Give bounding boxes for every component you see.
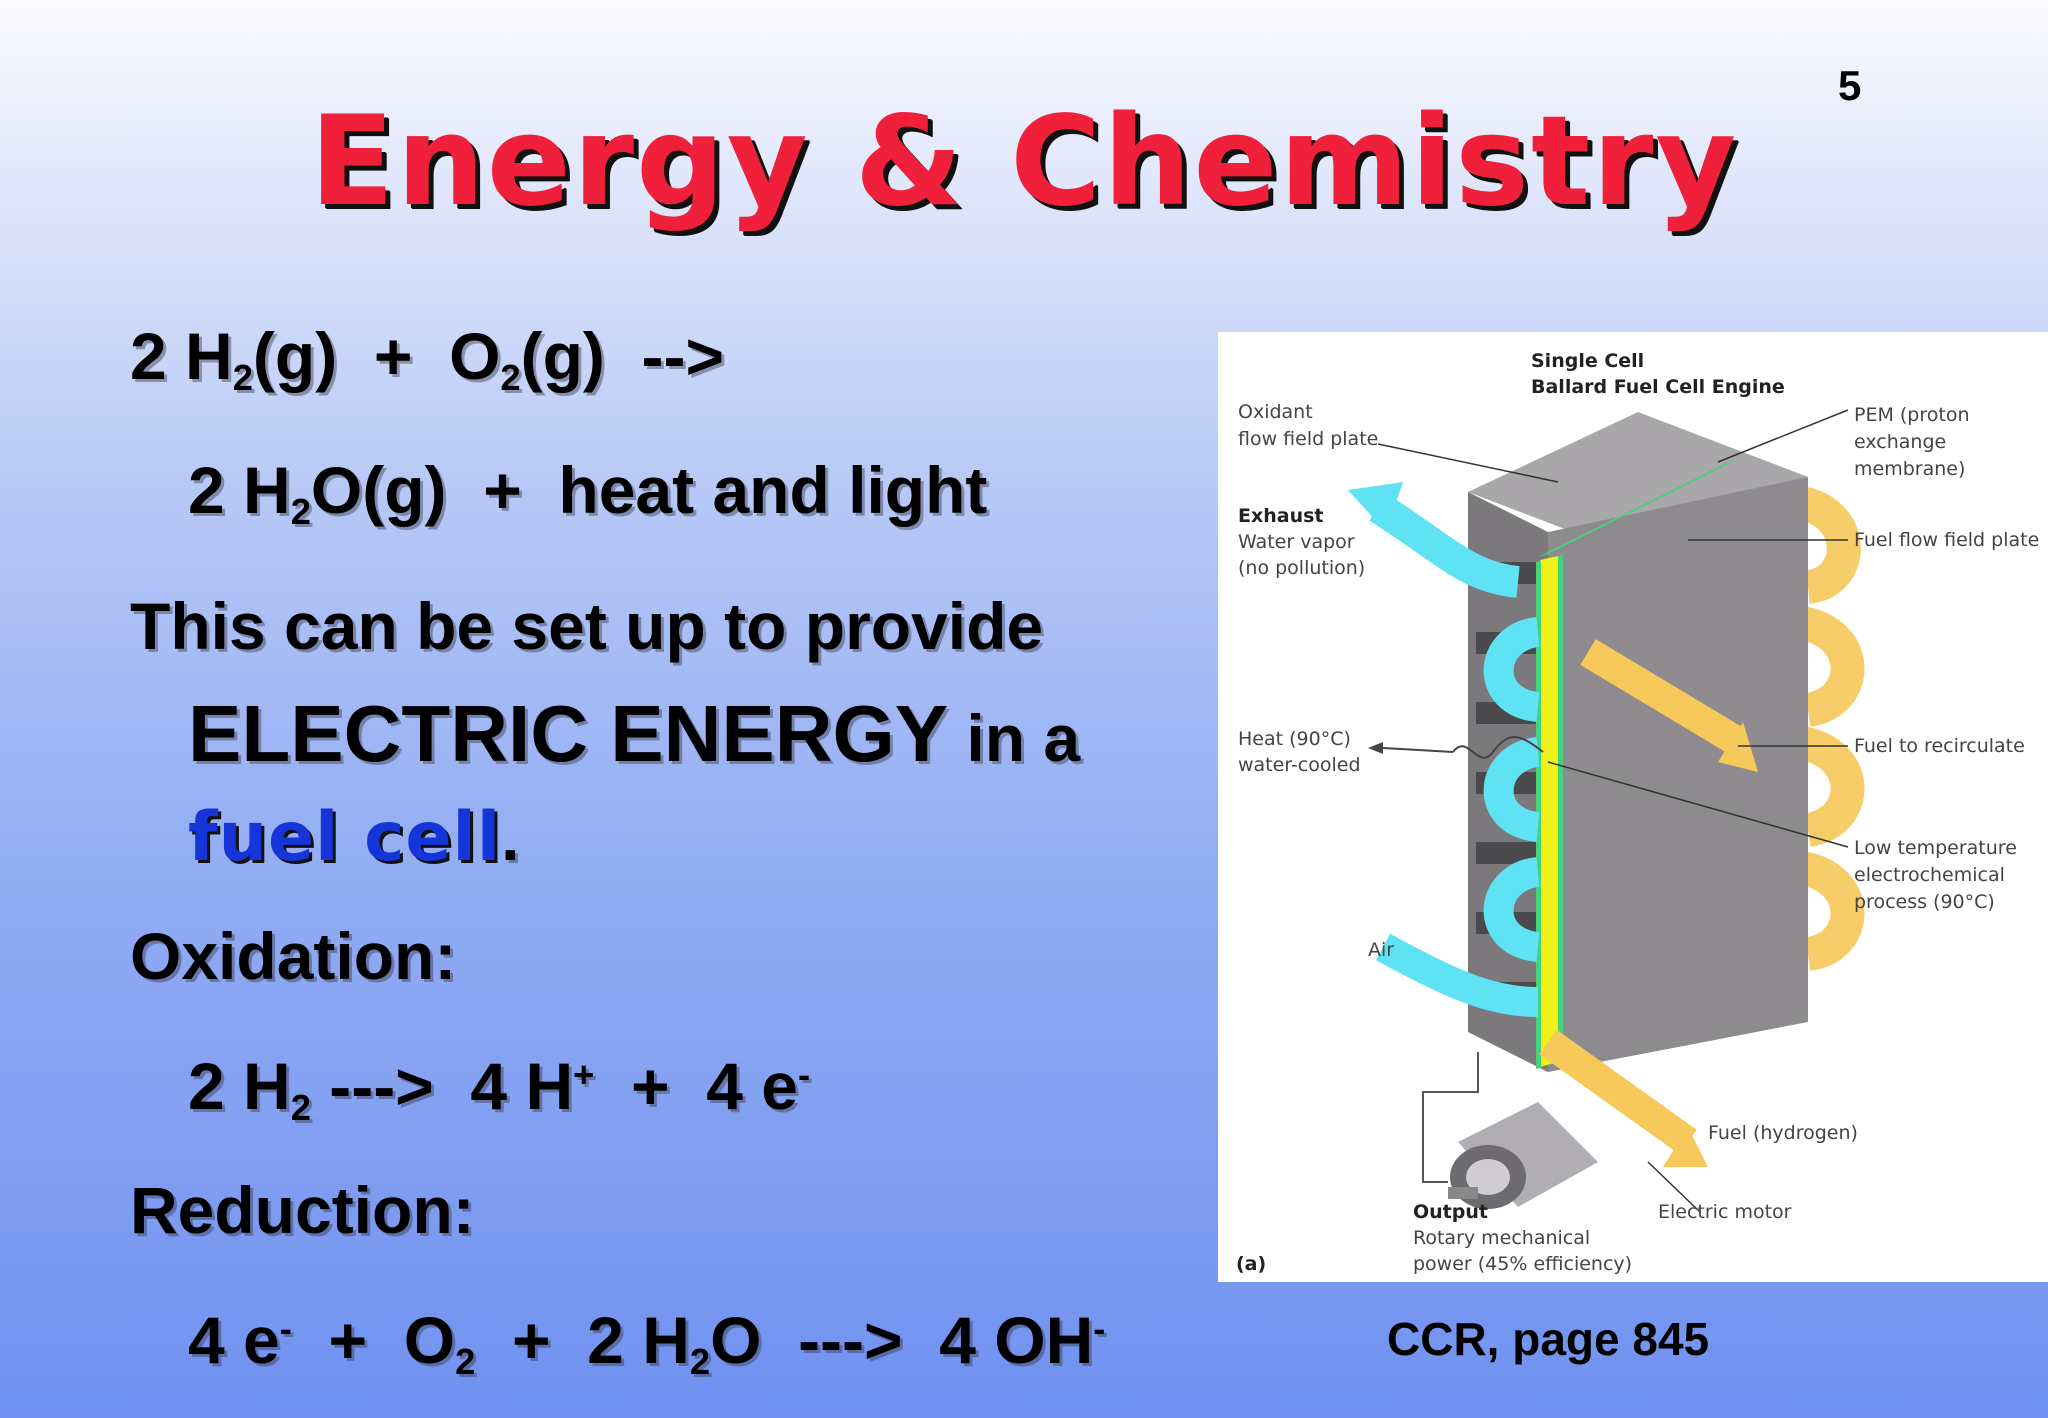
rotary-label: Rotary mechanical <box>1413 1227 1590 1249</box>
water-vapor-label: Water vapor <box>1238 531 1355 553</box>
electric-energy-text: ELECTRIC ENERGY <box>188 689 949 778</box>
fuel-cell-text: fuel cell <box>188 798 502 877</box>
pem-membrane <box>1538 460 1736 557</box>
low-temp-label-2: electrochemical <box>1854 864 2005 886</box>
body-text-line-1: This can be set up to provide <box>130 589 1044 663</box>
leader-lines <box>1377 409 1849 1213</box>
body-text-line-2: ELECTRIC ENERGY in a <box>188 689 1081 778</box>
body-text-line-3: fuel cell. <box>188 798 520 877</box>
fuel-loops <box>1790 485 1865 971</box>
electric-motor-icon <box>1448 1102 1598 1209</box>
electric-motor-label: Electric motor <box>1658 1201 1792 1223</box>
reaction-line-1: 2 H2(g) + O2(g) --> <box>130 319 725 398</box>
slide-title: Energy & Chemistry <box>309 90 1739 234</box>
reduction-equation: 4 e- + O2 + 2 H2O ---> 4 OH- <box>188 1303 1106 1382</box>
low-temp-label-1: Low temperature <box>1854 837 2017 859</box>
reduction-heading: Reduction: <box>130 1173 475 1247</box>
heat-wave-icon <box>1452 736 1544 759</box>
fuel-hydrogen-label: Fuel (hydrogen) <box>1708 1122 1858 1144</box>
diagram-title-1: Single Cell <box>1531 350 1644 372</box>
fuel-cell-diagram: Single Cell Ballard Fuel Cell Engine Oxi… <box>1218 332 2048 1282</box>
pem-label-1: PEM (proton <box>1854 404 1970 426</box>
output-label: Output <box>1413 1201 1488 1223</box>
exhaust-arrowhead-icon <box>1348 482 1403 532</box>
stack-front-face <box>1548 477 1808 1072</box>
diagram-title-2: Ballard Fuel Cell Engine <box>1531 376 1785 398</box>
panel-label: (a) <box>1236 1253 1266 1275</box>
fuel-recirculate-arrowhead-icon <box>1718 722 1758 772</box>
reaction-line-2: 2 H2O(g) + heat and light <box>188 453 988 532</box>
exhaust-arrow <box>1369 493 1521 598</box>
fuel-in-arrow <box>1539 1029 1697 1155</box>
recirculate-label: Fuel to recirculate <box>1854 735 2025 757</box>
pem-label-3: membrane) <box>1854 458 1965 480</box>
heat-label-2: water-cooled <box>1238 754 1361 776</box>
membrane-front <box>1540 556 1558 1067</box>
oxidant-label-1: Oxidant <box>1238 401 1313 423</box>
fuel-plate-label: Fuel flow field plate <box>1854 529 2039 551</box>
oxidation-heading: Oxidation: <box>130 919 457 993</box>
exhaust-label: Exhaust <box>1238 505 1324 527</box>
oxidant-label-2: flow field plate <box>1238 428 1378 450</box>
pem-label-2: exchange <box>1854 431 1946 453</box>
heat-arrowhead-icon <box>1368 742 1383 754</box>
slide-number: 5 <box>1838 62 1862 109</box>
fuel-cell-svg: Single Cell Ballard Fuel Cell Engine Oxi… <box>1236 350 2039 1275</box>
air-arrow <box>1375 933 1539 1017</box>
low-temp-label-3: process (90°C) <box>1854 891 1995 913</box>
air-label: Air <box>1368 939 1394 961</box>
air-loops <box>1483 617 1541 962</box>
no-pollution-label: (no pollution) <box>1238 557 1365 579</box>
fuel-in-arrowhead-icon <box>1663 1127 1708 1167</box>
heat-label-1: Heat (90°C) <box>1238 728 1351 750</box>
power-label: power (45% efficiency) <box>1413 1253 1632 1275</box>
fuel-recirculate-arrow <box>1580 639 1746 755</box>
source-caption: CCR, page 845 <box>1387 1313 1710 1365</box>
membrane-green-2 <box>1558 555 1563 1062</box>
motor-wires <box>1422 1052 1479 1183</box>
oxidation-equation: 2 H2 ---> 4 H+ + 4 e- <box>188 1049 811 1128</box>
stack-top <box>1468 412 1808 557</box>
